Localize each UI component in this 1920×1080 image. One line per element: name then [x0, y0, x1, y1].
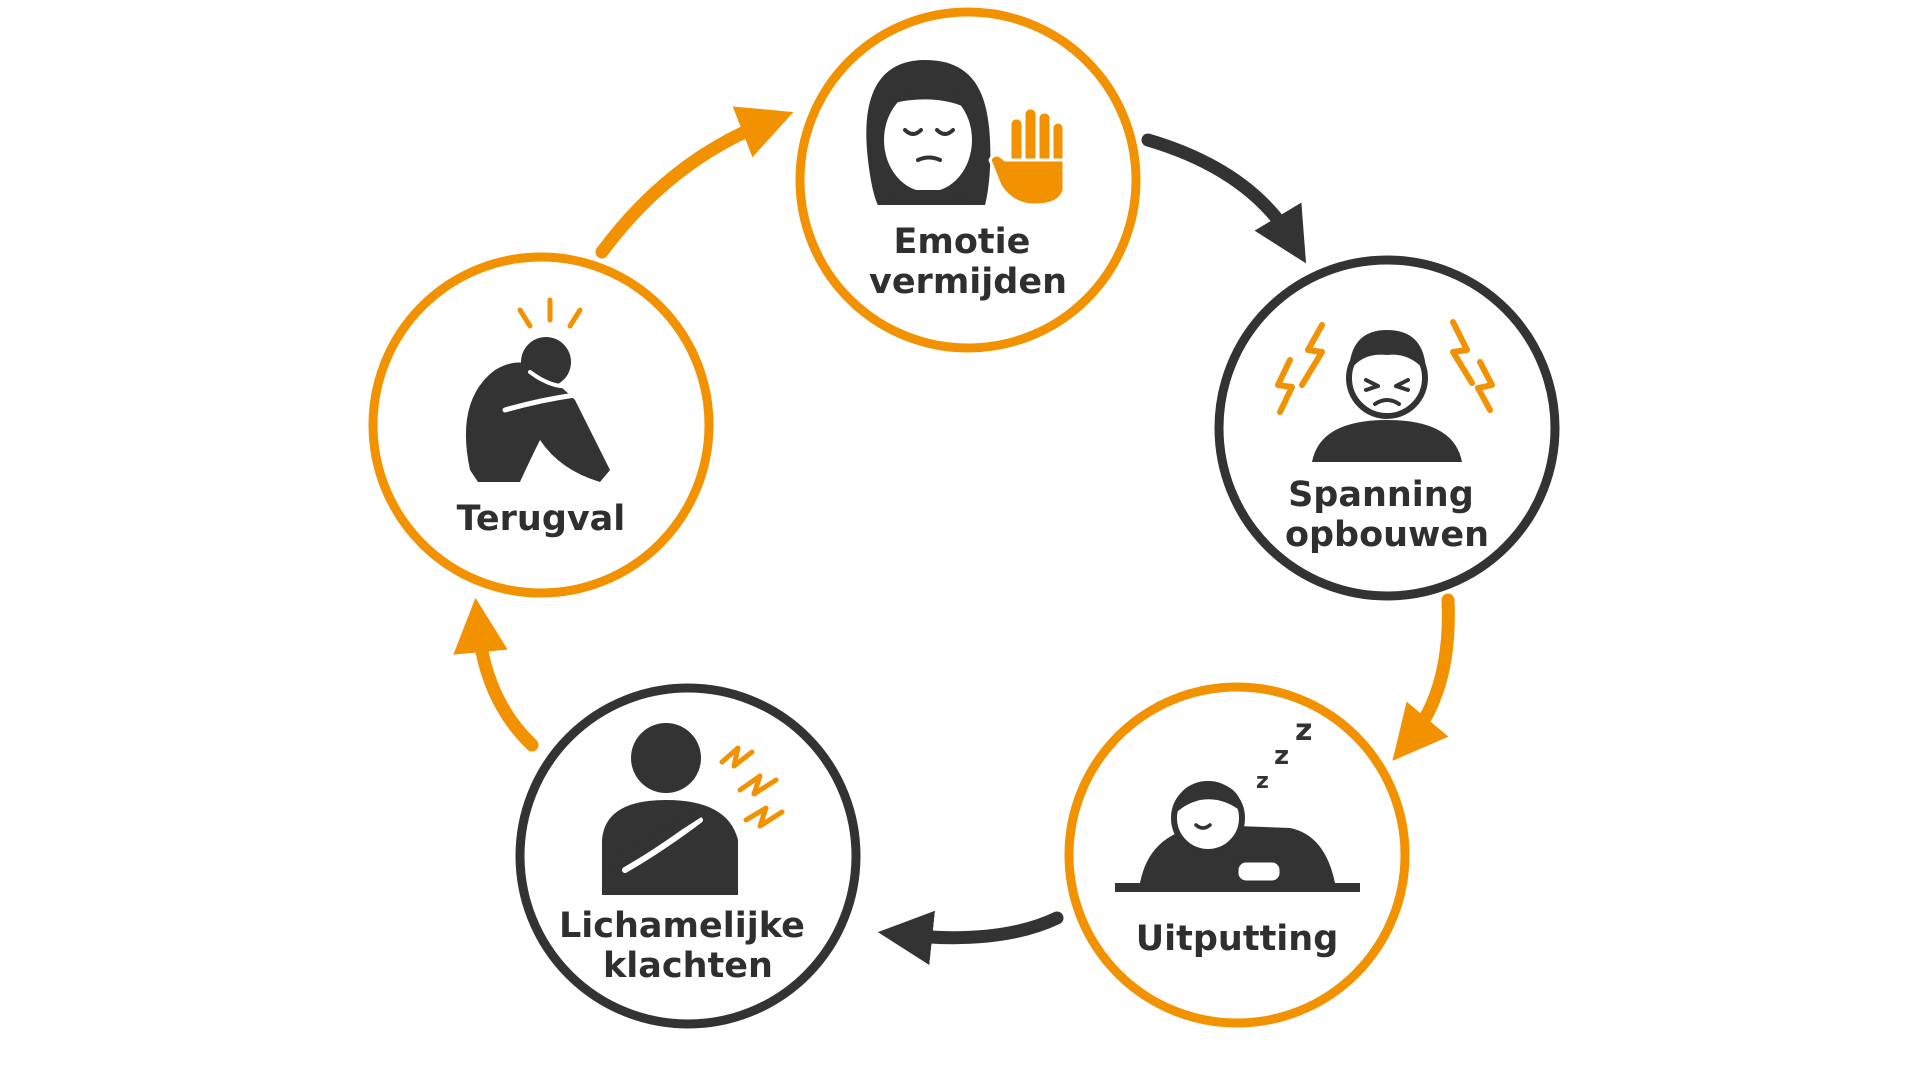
- label-emotie-vermijden: Emotie vermijden: [869, 222, 1067, 302]
- stressed-man-lightning-icon: [1275, 319, 1495, 462]
- label-uitputting: Uitputting: [1136, 919, 1339, 959]
- node-spanning-opbouwen: Spanning opbouwen: [1214, 255, 1560, 601]
- node-emotie-vermijden: Emotie vermijden: [795, 7, 1141, 353]
- label-spanning-opbouwen: Spanning opbouwen: [1285, 475, 1489, 555]
- person-hugging-knees-icon: [465, 297, 610, 482]
- arrow-spanning-to-uitputting: [1392, 593, 1455, 761]
- arrow-lichamelijk-to-terugval: [453, 597, 539, 752]
- label-lichamelijke-klachten: Lichamelijke klachten: [559, 906, 817, 986]
- node-terugval: Terugval: [368, 252, 714, 598]
- arrow-terugval-to-emotie: [595, 106, 794, 259]
- svg-text:z: z: [1274, 741, 1289, 771]
- node-uitputting: z z z Uitputting: [1064, 682, 1410, 1028]
- shoulder-pain-person-icon: [602, 723, 785, 895]
- node-lichamelijke-klachten: Lichamelijke klachten: [515, 683, 861, 1029]
- label-terugval: Terugval: [457, 499, 626, 539]
- arrow-emotie-to-spanning: [1141, 133, 1307, 264]
- arrow-uitputting-to-lichamelijk: [877, 910, 1064, 966]
- sleeping-person-desk-icon: z z z: [1115, 713, 1360, 892]
- svg-text:z: z: [1295, 713, 1312, 748]
- woman-stop-hand-icon: [866, 60, 1066, 207]
- svg-text:z: z: [1256, 769, 1269, 794]
